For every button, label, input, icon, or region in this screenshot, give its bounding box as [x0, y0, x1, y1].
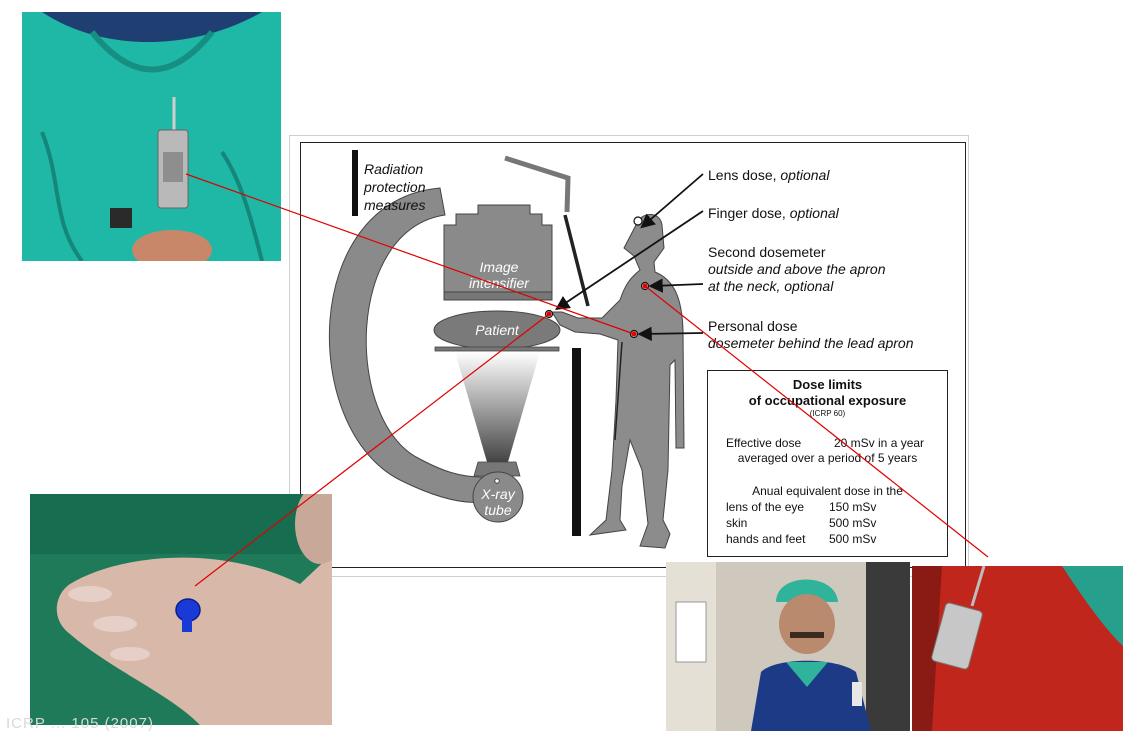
title-line-1: Radiation: [364, 160, 454, 178]
ii-line-2: intensifier: [454, 275, 544, 291]
personal-line-2: dosemeter behind the lead apron: [708, 335, 913, 352]
ceiling-shield-arm: [505, 158, 568, 212]
x-ray-beam: [455, 352, 540, 462]
collar-photo: [912, 566, 1123, 731]
second-dosemeter-callout: Second dosemeter outside and above the a…: [708, 244, 885, 295]
effective-dose-value: 20 mSv in a year: [834, 436, 924, 451]
ring-photo: [30, 494, 332, 725]
finger-dose-callout: Finger dose, optional: [708, 205, 839, 222]
personal-line-1: Personal dose: [708, 318, 913, 335]
second-line-3: at the neck, optional: [708, 278, 885, 295]
limit-row-label: lens of the eye: [726, 500, 804, 515]
dose-limits-source: (ICRP 60): [707, 409, 948, 419]
neck-dosimeter-dot: [642, 283, 649, 290]
ring-dosimeter: [176, 599, 200, 621]
x-ray-tube-label: X-ray tube: [473, 486, 523, 518]
lens-arrow: [643, 174, 703, 226]
collar-badge: [852, 682, 862, 706]
finger-tip: [68, 586, 112, 602]
title-bar: [352, 150, 358, 216]
ring-photo-drawing: [30, 494, 332, 725]
lens-dosimeter-dot: [634, 217, 642, 225]
effective-dose-label: Effective dose: [726, 436, 801, 451]
mustache: [790, 632, 824, 638]
tube-line-2: tube: [473, 502, 523, 518]
lens-dose-callout: Lens dose, optional: [708, 167, 829, 184]
watch: [110, 208, 132, 228]
second-line-2: outside and above the apron: [708, 261, 885, 278]
ii-line-1: Image: [454, 259, 544, 275]
body-arrow: [641, 333, 703, 334]
image-intensifier-label: Image intensifier: [454, 259, 544, 291]
dose-limits-title-1: Dose limits: [707, 377, 948, 392]
faint-caption: ICRP ... 105 (2007): [6, 715, 154, 732]
staff-photo: [666, 562, 910, 731]
radiation-protection-title: Radiation protection measures: [364, 160, 454, 214]
finger-dosimeter-dot: [546, 311, 553, 318]
limit-row-label: skin: [726, 516, 747, 531]
lens-dose-text: Lens dose,: [708, 167, 780, 183]
person-silhouette: [552, 214, 684, 548]
body-dosimeter-dot: [631, 331, 638, 338]
tube-focus-dot: [495, 479, 499, 483]
badge-photo-drawing: [22, 12, 281, 261]
staff-photo-drawing: [666, 562, 910, 731]
finger-tip: [110, 647, 150, 661]
collar-photo-drawing: [912, 566, 1123, 731]
limit-row-value: 500 mSv: [829, 516, 876, 531]
floor-shield: [572, 348, 581, 536]
badge-photo: [22, 12, 281, 261]
second-line-1: Second dosemeter: [708, 244, 885, 261]
finger-tip: [93, 616, 137, 632]
finger-dose-text: Finger dose,: [708, 205, 790, 221]
annual-heading: Anual equivalent dose in the: [707, 484, 948, 499]
tube-line-1: X-ray: [473, 486, 523, 502]
ceiling-shield: [565, 215, 588, 306]
patient-label: Patient: [452, 322, 542, 338]
limit-row-value: 150 mSv: [829, 500, 876, 515]
patient-table: [435, 347, 559, 351]
title-line-2: protection: [364, 178, 454, 196]
personal-dose-callout: Personal dose dosemeter behind the lead …: [708, 318, 913, 352]
dose-limits-title-2: of occupational exposure: [707, 393, 948, 408]
averaged-text: averaged over a period of 5 years: [707, 451, 948, 466]
intensifier-base: [444, 292, 552, 300]
lens-optional-text: optional: [780, 167, 829, 183]
finger-optional-text: optional: [790, 205, 839, 221]
limit-row-value: 500 mSv: [829, 532, 876, 547]
face: [779, 594, 835, 654]
limit-row-label: hands and feet: [726, 532, 805, 547]
title-line-3: measures: [364, 196, 454, 214]
